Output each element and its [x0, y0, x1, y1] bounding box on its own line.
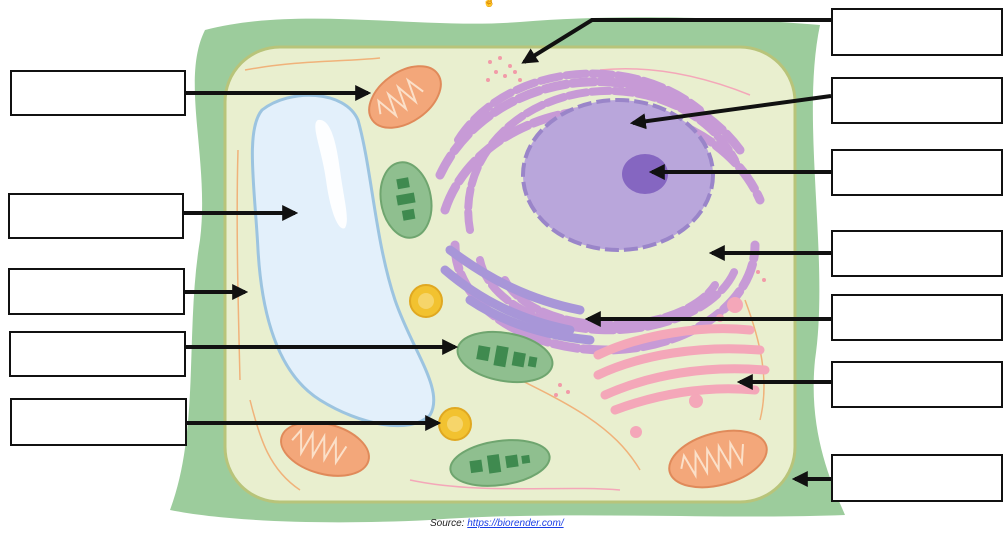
label-box-vacuole[interactable] — [8, 193, 184, 239]
label-box-ribosome[interactable] — [831, 8, 1003, 56]
label-box-rough-er[interactable] — [831, 230, 1003, 277]
label-box-peroxisome[interactable] — [10, 398, 187, 446]
label-box-golgi[interactable] — [831, 361, 1003, 408]
source-prefix: Source: — [430, 518, 467, 529]
label-box-nucleus[interactable] — [831, 77, 1003, 124]
label-box-smooth-er[interactable] — [831, 294, 1003, 341]
label-box-cell-wall[interactable] — [831, 454, 1003, 502]
label-box-chloroplast[interactable] — [9, 331, 186, 377]
nucleus-shape — [523, 100, 713, 250]
cursor-mark: ☝ — [483, 0, 495, 8]
label-box-nucleolus[interactable] — [831, 149, 1003, 196]
label-box-cell-membrane[interactable] — [8, 268, 185, 315]
source-link[interactable]: https://biorender.com/ — [467, 518, 563, 529]
label-box-mitochondrion[interactable] — [10, 70, 186, 116]
source-credit: Source: https://biorender.com/ — [430, 518, 564, 529]
